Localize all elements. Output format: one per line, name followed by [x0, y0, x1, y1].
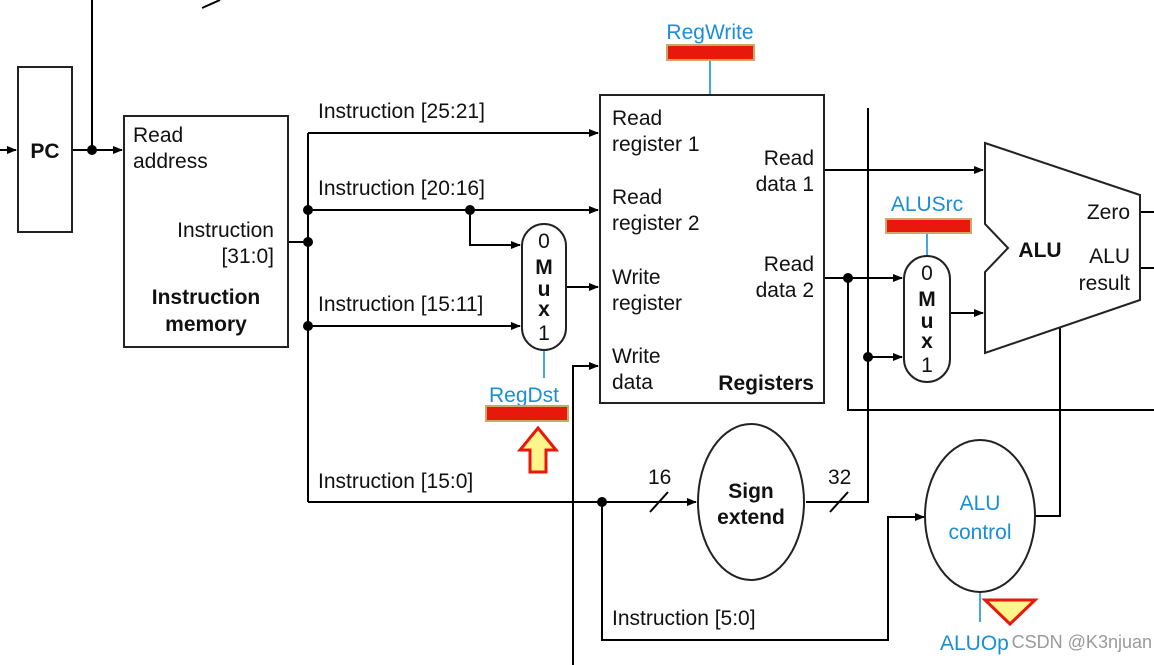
rt-to-mux-wire — [469, 210, 521, 249]
registers-title: Registers — [718, 372, 814, 395]
regdst-mux-m: M — [535, 256, 553, 279]
alu-control-line2: control — [948, 521, 1011, 544]
regdst-mux-0: 0 — [538, 230, 550, 253]
imem-instruction-label: Instruction — [177, 219, 274, 242]
register-file-box — [599, 94, 825, 404]
alu-control-ellipse — [924, 439, 1036, 593]
alu-body — [984, 141, 1141, 355]
instruction-memory: Read address Instruction [31:0] Instruct… — [123, 115, 289, 348]
write-data-line1: Write — [612, 345, 661, 368]
read-register-1-line2: register 1 — [612, 133, 700, 156]
partial-shape-edge — [201, 0, 221, 9]
writedata-wire — [572, 362, 599, 665]
alu-control: ALU control — [924, 439, 1036, 593]
read-register-1-line1: Read — [612, 107, 662, 130]
regdst-mux: 0 M u x 1 — [521, 223, 567, 351]
alu-control-line1: ALU — [960, 492, 1001, 515]
sign-extend-out-bits: 32 — [828, 466, 851, 489]
read-register-2-line1: Read — [612, 186, 662, 209]
alusrc-mux-u: u — [921, 310, 934, 333]
imem-address-label: address — [133, 150, 208, 173]
regdst-label: RegDst — [489, 384, 559, 407]
field-5-0-label: Instruction [5:0] — [612, 607, 756, 630]
field-25-21-label: Instruction [25:21] — [318, 100, 485, 123]
junction-dot — [87, 145, 97, 155]
regdst-mux-u: u — [538, 278, 551, 301]
read-data-2-line2: data 2 — [756, 279, 814, 302]
instruction-memory-box — [123, 115, 289, 348]
up-arrow-icon — [516, 425, 560, 474]
alu: ALU Zero ALU result — [984, 141, 1141, 355]
field-20-16-label: Instruction [20:16] — [318, 177, 485, 200]
write-register-line2: register — [612, 292, 682, 315]
aluop-label: ALUOp — [940, 632, 1009, 655]
regdst-mux-1: 1 — [538, 322, 550, 345]
alusrc-mux-m: M — [918, 288, 936, 311]
register-file: Read register 1 Read register 2 Write re… — [599, 94, 825, 404]
read-data-1-line1: Read — [764, 147, 814, 170]
imem-bits-label: [31:0] — [221, 245, 274, 268]
down-triangle-icon — [981, 598, 1039, 627]
field-15-11-label: Instruction [15:11] — [318, 293, 483, 316]
alusrc-label: ALUSrc — [891, 193, 963, 216]
alu-result-line1: ALU — [1089, 245, 1130, 268]
alu-label: ALU — [1018, 239, 1061, 262]
junction-dot — [303, 237, 313, 247]
read-data-1-line2: data 1 — [756, 173, 814, 196]
pc-label: PC — [30, 140, 59, 163]
regwrite-label: RegWrite — [666, 21, 753, 44]
pc-box — [17, 66, 73, 233]
alu-result-line2: result — [1079, 272, 1131, 295]
alusrc-mux-0: 0 — [921, 262, 933, 285]
alusrc-mux-1: 1 — [921, 354, 933, 377]
regdst-mux-body — [521, 223, 567, 351]
field-15-0-label: Instruction [15:0] — [318, 470, 473, 493]
sign-extend-ellipse — [697, 423, 805, 581]
read-data-2-line1: Read — [764, 253, 814, 276]
sign-extend-in-bits: 16 — [648, 466, 671, 489]
sign-extend-line2: extend — [717, 506, 785, 529]
write-register-line1: Write — [612, 266, 661, 289]
alusrc-highlight — [885, 218, 972, 234]
alusrc-mux-body — [903, 255, 951, 383]
bus-slash-16 — [649, 491, 669, 513]
signext-out-wire — [806, 108, 869, 503]
alusrc-mux: 0 M u x 1 — [903, 255, 951, 383]
regdst-highlight — [485, 405, 569, 422]
alusrc-mux-x: x — [921, 330, 933, 353]
alucontrol-to-alu-wire — [1036, 320, 1061, 517]
imem-read-label: Read — [133, 124, 183, 147]
read-register-2-line2: register 2 — [612, 212, 700, 235]
sign-extend-line1: Sign — [728, 480, 774, 503]
regwrite-highlight — [666, 44, 755, 61]
regdst-mux-x: x — [538, 298, 550, 321]
watermark: CSDN @K3njuan — [1012, 632, 1152, 652]
imem-title-1: Instruction — [152, 286, 261, 309]
bus-slash-32 — [829, 491, 849, 513]
write-data-line2: data — [612, 371, 653, 394]
imem-title-2: memory — [165, 313, 247, 336]
alu-zero-label: Zero — [1087, 201, 1130, 224]
funct-wire — [601, 502, 925, 641]
rd2-to-memory-wire — [847, 278, 1154, 411]
sign-extend: Sign extend — [697, 423, 805, 581]
